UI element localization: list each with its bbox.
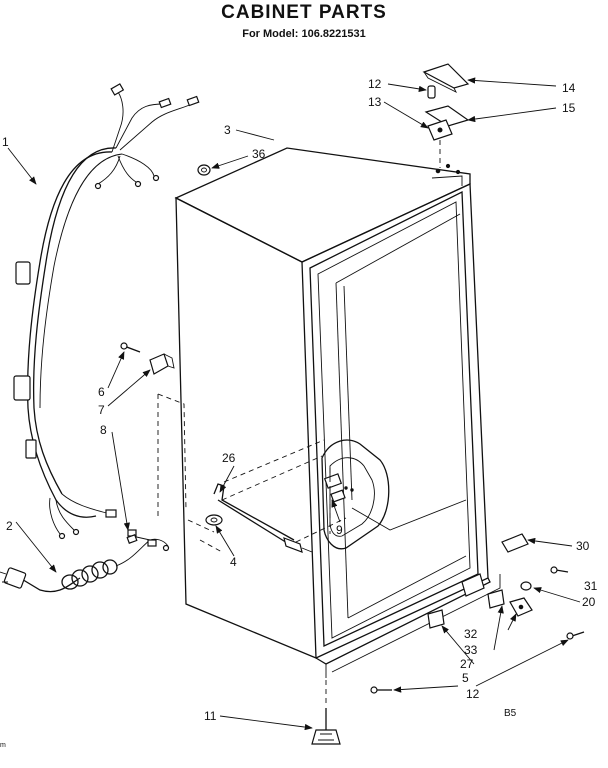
callout-label: 31 <box>584 579 598 593</box>
diagram-code: B5 <box>504 708 517 719</box>
callout-label: 12 <box>368 77 382 91</box>
callout-label: 26 <box>222 451 236 465</box>
callout-label: 32 <box>464 627 478 641</box>
corner-mark: m <box>0 742 6 749</box>
power-cord <box>0 529 170 593</box>
callout-label: 1 <box>2 135 9 149</box>
hinge-parts-12-13-14-15 <box>422 63 470 168</box>
model-subtitle: For Model: 106.8221531 <box>242 28 366 40</box>
diagram-title: CABINET PARTS <box>221 2 387 23</box>
callout-label: 4 <box>230 555 237 569</box>
callout-label: 5 <box>462 671 469 685</box>
callout-label: 36 <box>252 147 266 161</box>
wire-harness <box>13 83 200 540</box>
callout-label: 9 <box>336 523 343 537</box>
callout-label: 15 <box>562 101 576 115</box>
leveling-leg-11 <box>311 680 341 745</box>
cabinet-shell <box>174 147 501 678</box>
callout-label: 3 <box>224 123 231 137</box>
callout-label: 8 <box>100 423 107 437</box>
callout-labels: 1 2 3 4 5 6 7 8 9 11 12 12 13 14 15 20 2… <box>2 77 598 723</box>
hinge-hardware-right <box>370 533 585 694</box>
callout-label: 7 <box>98 403 105 417</box>
callout-label: 30 <box>576 539 590 553</box>
callout-label: 27 <box>460 657 474 671</box>
grommet-36 <box>197 164 211 176</box>
callout-label: 6 <box>98 385 105 399</box>
callout-label: 11 <box>204 709 217 723</box>
callout-label: 20 <box>582 595 596 609</box>
screw-and-clip-6-7 <box>120 342 187 520</box>
callout-label: 14 <box>562 81 576 95</box>
callout-label: 13 <box>368 95 382 109</box>
part-8 <box>126 534 138 544</box>
callout-label: 2 <box>6 519 13 533</box>
callout-label: 33 <box>464 643 478 657</box>
leader-lines <box>7 77 581 731</box>
callout-label: 12 <box>466 687 480 701</box>
